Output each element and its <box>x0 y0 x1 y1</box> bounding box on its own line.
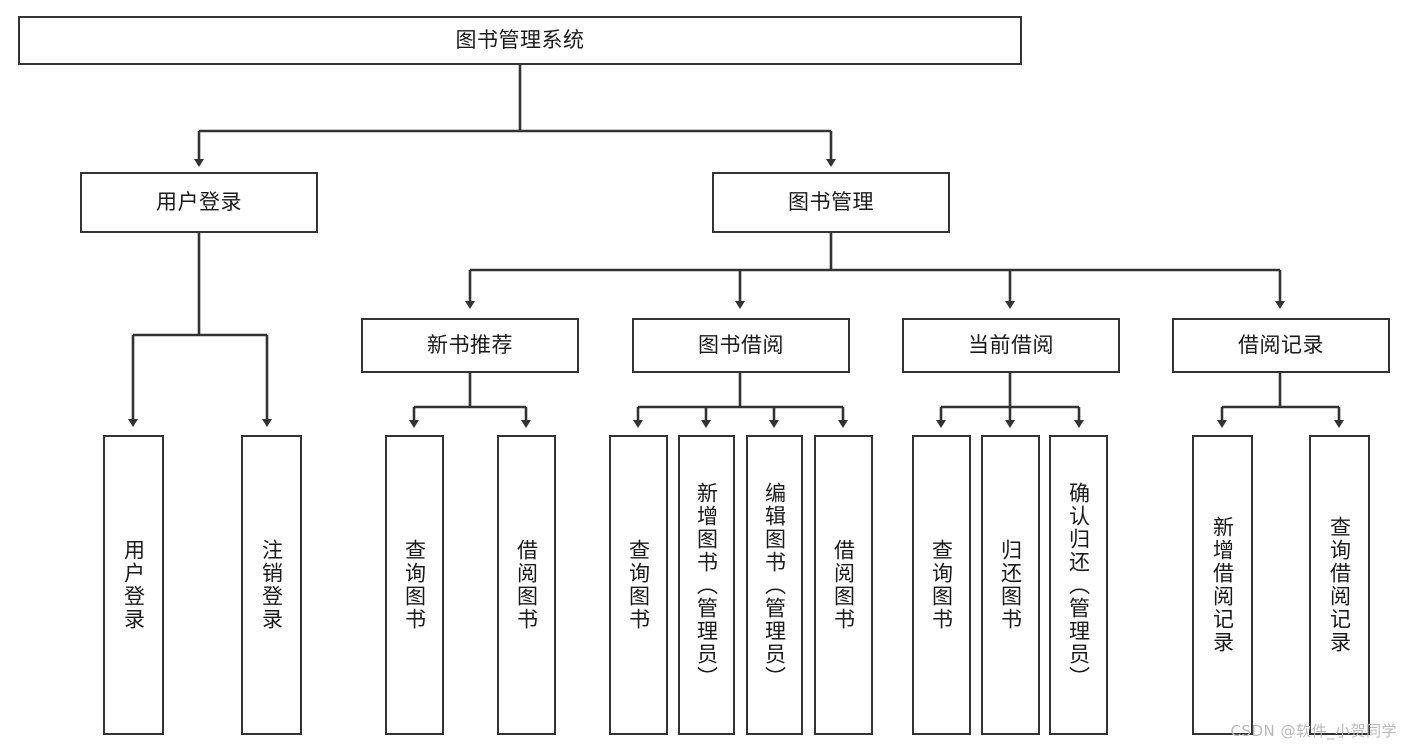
node-new-book-recommend[interactable]: 新书推荐 <box>361 318 579 373</box>
leaf-borrow-record-query-record[interactable]: 查询借阅记录 <box>1309 435 1370 735</box>
node-label: 注销登录 <box>259 539 284 631</box>
node-label: 用户登录 <box>156 189 242 214</box>
node-book-management[interactable]: 图书管理 <box>712 172 950 233</box>
leaf-book-borrow-borrow-book[interactable]: 借阅图书 <box>814 435 873 735</box>
leaf-new-book-borrow-book[interactable]: 借阅图书 <box>497 435 556 735</box>
node-label: 归还图书 <box>998 539 1023 631</box>
node-label: 图书管理 <box>788 189 874 214</box>
node-label: 确认归还（管理员） <box>1066 481 1091 689</box>
leaf-borrow-record-add-record[interactable]: 新增借阅记录 <box>1192 435 1253 735</box>
leaf-book-borrow-edit-book-admin[interactable]: 编辑图书（管理员） <box>746 435 803 735</box>
csdn-watermark: CSDN @软件_小贺同学 <box>1230 722 1397 740</box>
node-label: 查询图书 <box>929 539 954 631</box>
node-label: 编辑图书（管理员） <box>762 481 787 689</box>
leaf-current-borrow-query-book[interactable]: 查询图书 <box>912 435 971 735</box>
node-label: 新书推荐 <box>427 332 513 357</box>
node-book-borrow[interactable]: 图书借阅 <box>632 318 850 373</box>
leaf-book-borrow-add-book-admin[interactable]: 新增图书（管理员） <box>678 435 735 735</box>
node-borrow-record[interactable]: 借阅记录 <box>1172 318 1390 373</box>
node-label: 当前借阅 <box>968 332 1054 357</box>
leaf-user-login-signout[interactable]: 注销登录 <box>241 435 302 735</box>
node-label: 图书管理系统 <box>455 27 585 52</box>
leaf-book-borrow-query-book[interactable]: 查询图书 <box>609 435 668 735</box>
node-label: 查询图书 <box>402 539 427 631</box>
node-label: 查询借阅记录 <box>1327 516 1352 654</box>
leaf-current-borrow-return-book[interactable]: 归还图书 <box>981 435 1040 735</box>
node-root-book-management-system[interactable]: 图书管理系统 <box>18 16 1022 65</box>
node-label: 借阅记录 <box>1238 332 1324 357</box>
node-label: 用户登录 <box>121 539 146 631</box>
leaf-new-book-query-book[interactable]: 查询图书 <box>385 435 444 735</box>
node-label: 借阅图书 <box>831 539 856 631</box>
leaf-user-login-signin[interactable]: 用户登录 <box>103 435 164 735</box>
node-label: 借阅图书 <box>514 539 539 631</box>
leaf-current-borrow-confirm-return-admin[interactable]: 确认归还（管理员） <box>1049 435 1108 735</box>
node-label: 查询图书 <box>626 539 651 631</box>
node-label: 新增图书（管理员） <box>694 481 719 689</box>
node-user-login[interactable]: 用户登录 <box>80 172 318 233</box>
node-label: 新增借阅记录 <box>1210 516 1235 654</box>
node-label: 图书借阅 <box>698 332 784 357</box>
node-current-borrow[interactable]: 当前借阅 <box>902 318 1120 373</box>
